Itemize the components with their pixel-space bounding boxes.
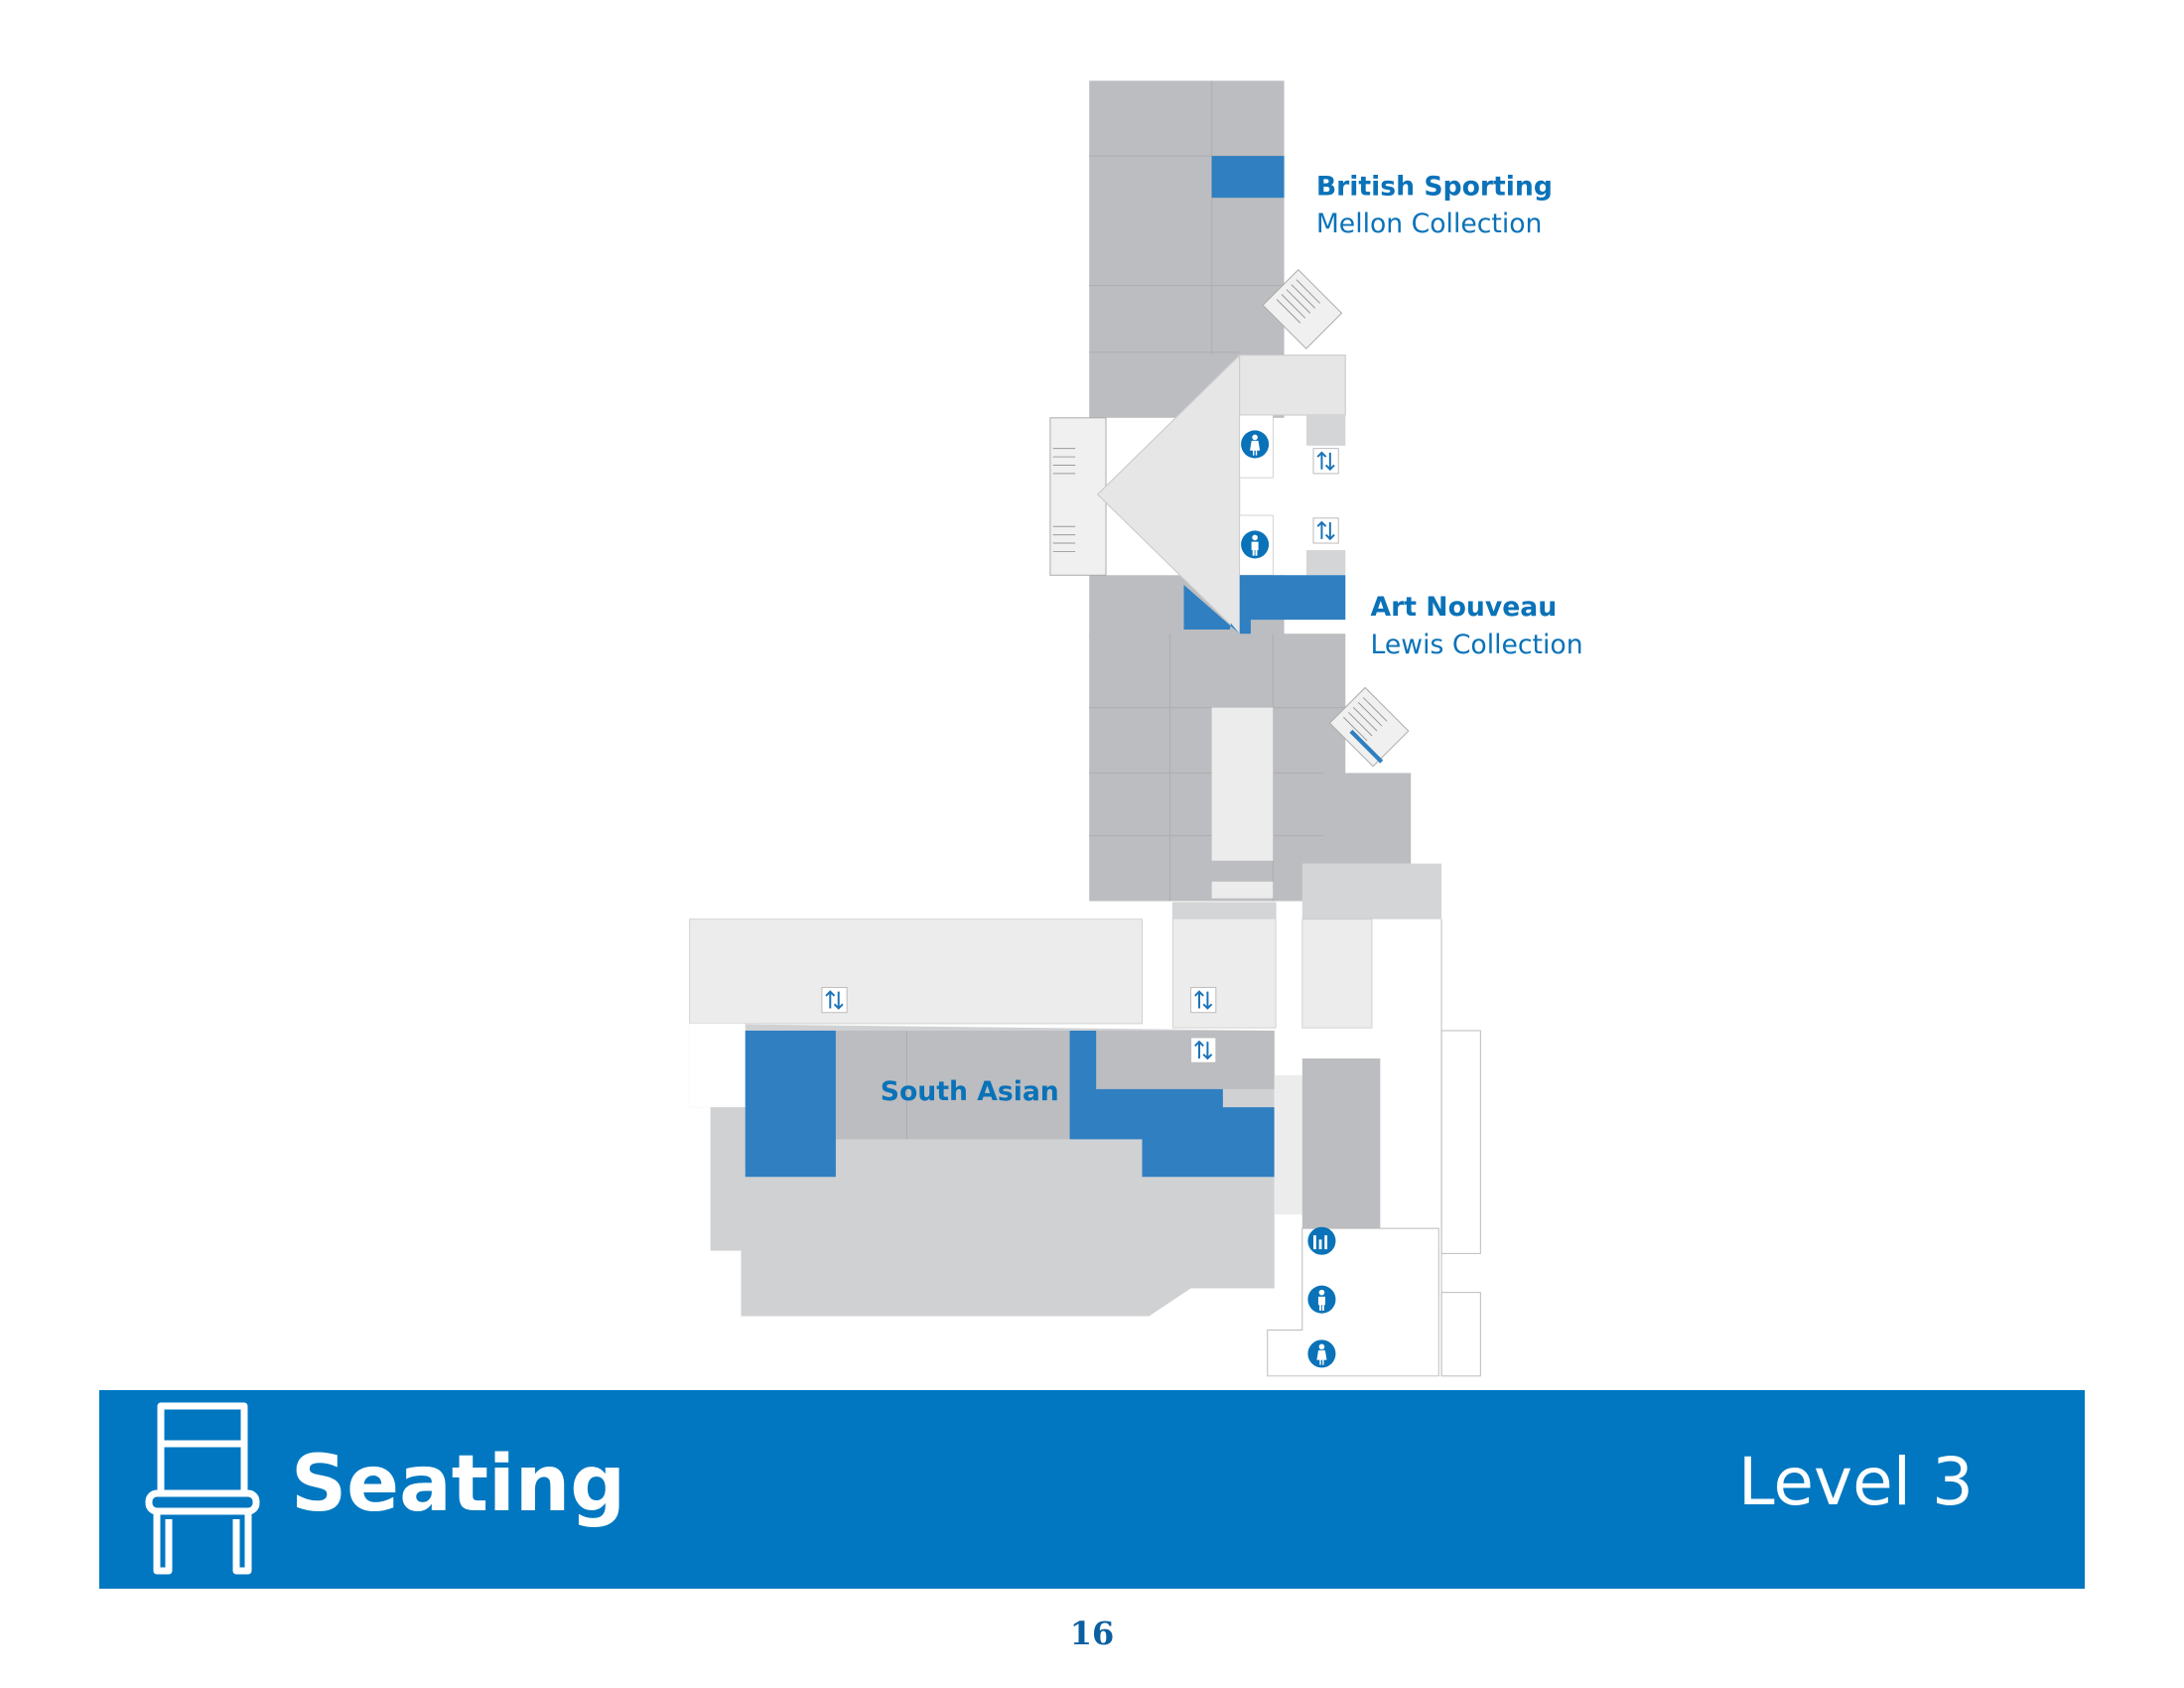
gallery-art-nouveau[interactable] <box>1183 575 1346 634</box>
section-banner: Seating Level 3 <box>99 1390 2085 1589</box>
south-wing <box>689 863 1481 1377</box>
central-atrium <box>1049 353 1346 635</box>
gallery-south-asian-west[interactable] <box>745 1030 836 1178</box>
gallery-label-title: South Asian <box>881 1076 1059 1107</box>
page-number: 16 <box>1069 1615 1115 1652</box>
gallery-label-subtitle: Lewis Collection <box>1371 630 1583 660</box>
restroom-women-icon <box>1240 429 1270 460</box>
gallery-label-title: Art Nouveau <box>1371 592 1558 623</box>
restroom-women-icon <box>1306 1338 1337 1369</box>
elevator-icon <box>820 986 849 1014</box>
elevator-icon <box>1312 447 1340 475</box>
elevator-icon <box>1189 1036 1217 1064</box>
restroom-men-icon <box>1240 529 1271 560</box>
chair-icon <box>145 1402 260 1575</box>
gallery-british-sporting[interactable] <box>1211 156 1285 199</box>
family-restroom-icon <box>1307 1226 1336 1255</box>
level-indicator: Level 3 <box>1737 1444 1974 1520</box>
gallery-label-subtitle: Mellon Collection <box>1316 209 1543 239</box>
elevator-icon <box>1189 986 1217 1014</box>
gallery-south-asian-east[interactable] <box>1069 1030 1275 1178</box>
restroom-men-icon <box>1306 1284 1337 1315</box>
elevator-icon <box>1312 516 1340 545</box>
gallery-label-title: British Sporting <box>1316 171 1553 202</box>
banner-title: Seating <box>291 1440 626 1529</box>
